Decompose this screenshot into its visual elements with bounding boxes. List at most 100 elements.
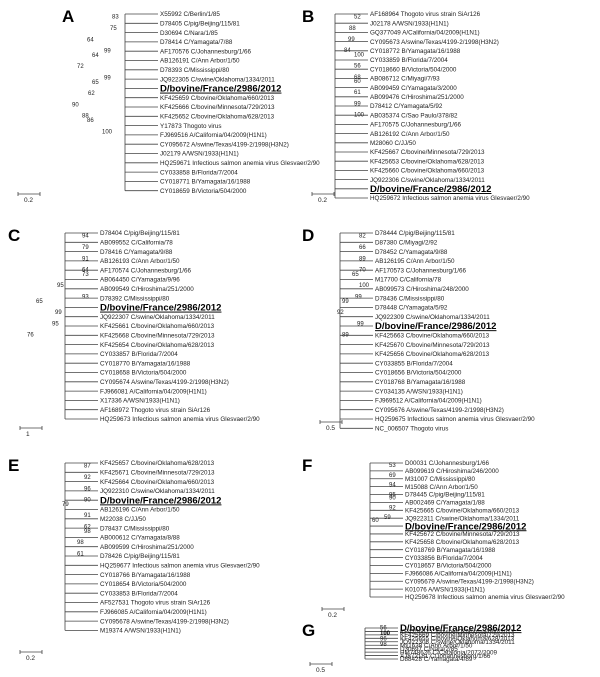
taxon-label: CY033858 B/Florida/7/2004 xyxy=(160,169,238,176)
taxon-label: M22038 C/JJ/50 xyxy=(100,516,146,523)
taxon-label: FJ969516 A/California/04/2009(H1N1) xyxy=(160,132,267,139)
taxon-label: KF425662 C/bovine/Oklahoma/660/2013 xyxy=(400,629,515,636)
taxon-label: KF425665 C/bovine/Oklahoma/660/2013 xyxy=(405,507,520,514)
taxon-label: AB126193 C/Ann Arbor/1/50 xyxy=(100,258,180,265)
taxon-label: M15088 C/Ann Arbor/1/50 xyxy=(405,484,478,491)
bootstrap-value: 83 xyxy=(112,15,119,21)
taxon-label: CY095679 A/swine/Texas/4199-2/1998(H3N2) xyxy=(405,578,534,585)
taxon-label: D78436 C/Mississippi/80 xyxy=(375,295,445,302)
taxon-label: CY018771 B/Yamagata/16/1988 xyxy=(160,179,251,186)
taxon-label: KF425652 C/bovine/Oklahoma/628/2013 xyxy=(160,114,275,121)
taxon-label: CY018657 B/Victoria/504/2000 xyxy=(405,563,492,570)
taxon-label: CY033853 B/Florida/7/2004 xyxy=(100,590,178,597)
bootstrap-value: 98 xyxy=(380,642,387,648)
taxon-label: JQ922307 C/swine/Oklahoma/1334/2011 xyxy=(100,314,215,321)
taxon-label: KF425661 C/bovine/Oklahoma/660/2013 xyxy=(100,323,215,330)
taxon-label: FJ966086 A/California/04/2009(H1N1) xyxy=(405,571,512,578)
taxon-label: D78405 C/pig/Beijing/115/81 xyxy=(160,21,240,28)
bootstrap-value: 86 xyxy=(87,118,94,124)
taxon-label: CY034135 A/WSN/1933(H1N1) xyxy=(375,388,463,395)
taxon-label: CY018768 B/Yamagata/16/1988 xyxy=(375,379,466,386)
panel-letter: D xyxy=(302,226,314,245)
taxon-label: D78452 C/Yamagata/9/88 xyxy=(375,249,448,256)
scale-bar-label: 0.5 xyxy=(326,425,335,432)
bootstrap-value: 89 xyxy=(342,333,349,339)
taxon-label: AB035374 C/Sao Paulo/378/82 xyxy=(370,112,458,119)
bootstrap-value: 99 xyxy=(342,299,349,305)
taxon-label: JQ922310 C/swine/Oklahoma/1334/2011 xyxy=(100,488,215,495)
taxon-label: D00031 C/Johannesburg/1/66 xyxy=(405,460,490,467)
taxon-label: KF425672 C/bovine/Minnesota/729/2013 xyxy=(405,531,520,538)
bootstrap-value: 82 xyxy=(359,234,366,240)
bootstrap-value: 88 xyxy=(349,26,356,32)
bootstrap-value: 88 xyxy=(82,114,89,120)
highlighted-taxon-label: D/bovine/France/2986/2012 xyxy=(100,303,221,314)
taxon-label: J02178 A/WSN/1933(H1N1) xyxy=(370,20,449,27)
taxon-label: CY018654 B/Victoria/504/2000 xyxy=(100,581,187,588)
bootstrap-value: 62 xyxy=(88,91,95,97)
taxon-label: KF425656 C/bovine/Oklahoma/628/2013 xyxy=(375,351,490,358)
bootstrap-value: 99 xyxy=(357,321,364,327)
bootstrap-value: 99 xyxy=(55,310,62,316)
taxon-label: M28060 C/JJ/50 xyxy=(370,140,416,147)
taxon-label: D87380 C/Miyagi/2/92 xyxy=(375,240,438,247)
bootstrap-value: 91 xyxy=(84,513,91,519)
bootstrap-value: 60 xyxy=(372,518,379,524)
bootstrap-value: 52 xyxy=(354,15,361,21)
taxon-label: J02179 A/WSN/1933(H1N1) xyxy=(160,151,239,158)
taxon-label: KF425663 C/bovine/Oklahoma/660/2013 xyxy=(375,333,490,340)
bootstrap-value: 94 xyxy=(389,483,396,489)
bootstrap-value: 99 xyxy=(348,37,355,43)
bootstrap-value: 92 xyxy=(389,505,396,511)
taxon-label: CY033857 B/Florida/7/2004 xyxy=(100,351,178,358)
bootstrap-value: 90 xyxy=(84,498,91,504)
taxon-label: M19374 A/WSN/1933(H1N1) xyxy=(100,628,181,635)
taxon-label: D88428 C/Yamagata/4/89 xyxy=(400,656,473,663)
taxon-label: D78392 C/Mississippi/80 xyxy=(100,295,170,302)
bootstrap-value: 59 xyxy=(384,515,391,521)
taxon-label: GQ377049 A/California/04/2009(H1N1) xyxy=(370,30,480,37)
taxon-label: AB126196 C/Ann Arbor/1/50 xyxy=(100,507,180,514)
taxon-label: HQ259675 Infectious salmon anemia virus … xyxy=(375,416,535,423)
taxon-label: KF425669 C/bovine/Minnesota/729/2013 xyxy=(400,632,515,639)
taxon-label: D78412 C/Yamagata/5/92 xyxy=(370,103,443,110)
bootstrap-value: 99 xyxy=(354,101,361,107)
scale-bar-label: 0.2 xyxy=(24,197,33,204)
taxon-label: CY095672 A/swine/Texas/4199-2/1998(H3N2) xyxy=(160,141,289,148)
taxon-label: KF425657 C/bovine/Oklahoma/628/2013 xyxy=(100,460,215,467)
taxon-label: X17336 A/WSN/1933(H1N1) xyxy=(100,398,180,405)
bootstrap-value: 60 xyxy=(354,79,361,85)
panel-letter: A xyxy=(62,7,74,26)
taxon-label: AB126195 C/Ann Arbor/1/50 xyxy=(375,258,455,265)
taxon-label: JQ922309 C/swine/Oklahoma/1334/2011 xyxy=(375,314,490,321)
taxon-label: AB099476 C/Hiroshima/251/2000 xyxy=(370,94,464,101)
highlighted-taxon-label: D/bovine/France/2986/2012 xyxy=(400,623,521,634)
bootstrap-value: 99 xyxy=(355,294,362,300)
scale-bar-label: 0.2 xyxy=(26,655,35,662)
scale-bar-label: 0.5 xyxy=(316,667,325,674)
taxon-label: FJ966081 A/California/04/2009(H1N1) xyxy=(100,388,207,395)
taxon-label: AB099599 C/Hiroshima/251/2000 xyxy=(100,544,194,551)
highlighted-taxon-label: D/bovine/France/2986/2012 xyxy=(160,84,281,95)
bootstrap-value: 92 xyxy=(84,475,91,481)
taxon-label: KF425666 C/bovine/Minnesota/729/2013 xyxy=(160,104,275,111)
bootstrap-value: 68 xyxy=(354,75,361,81)
taxon-label: AB099549 C/Hiroshima/251/2000 xyxy=(100,286,194,293)
bootstrap-value: 65 xyxy=(92,80,99,86)
taxon-label: AB099619 C/Hiroshima/246/2000 xyxy=(405,468,499,475)
taxon-label: AB126191 C/Ann Arbor/1/50 xyxy=(160,58,240,65)
taxon-label: AB099573 C/Hiroshima/248/2000 xyxy=(375,286,469,293)
taxon-label: KF425653 C/bovine/Oklahoma/628/2013 xyxy=(370,158,485,165)
taxon-label: CY018770 B/Yamagata/16/1988 xyxy=(100,360,191,367)
panel-letter: B xyxy=(302,7,314,26)
taxon-label: M11638 C/Ann Arbor/1/50 xyxy=(400,642,473,649)
taxon-label: HQ259677 Infectious salmon anemia virus … xyxy=(100,563,260,570)
bootstrap-value: 87 xyxy=(84,464,91,470)
taxon-label: AF170573 C/Johannesburg/1/66 xyxy=(375,267,467,274)
taxon-label: CY095673 A/swine/Texas/4199-2/1998(H3N2) xyxy=(370,39,499,46)
panel-letter: C xyxy=(8,226,20,245)
taxon-label: D78414 C/Yamagata/7/88 xyxy=(160,39,233,46)
taxon-label: X55992 C/Berlin/1/85 xyxy=(160,11,220,18)
taxon-label: CY018658 B/Victoria/504/2000 xyxy=(100,370,187,377)
taxon-label: AB002469 C/Yamagata/1/88 xyxy=(405,500,485,507)
